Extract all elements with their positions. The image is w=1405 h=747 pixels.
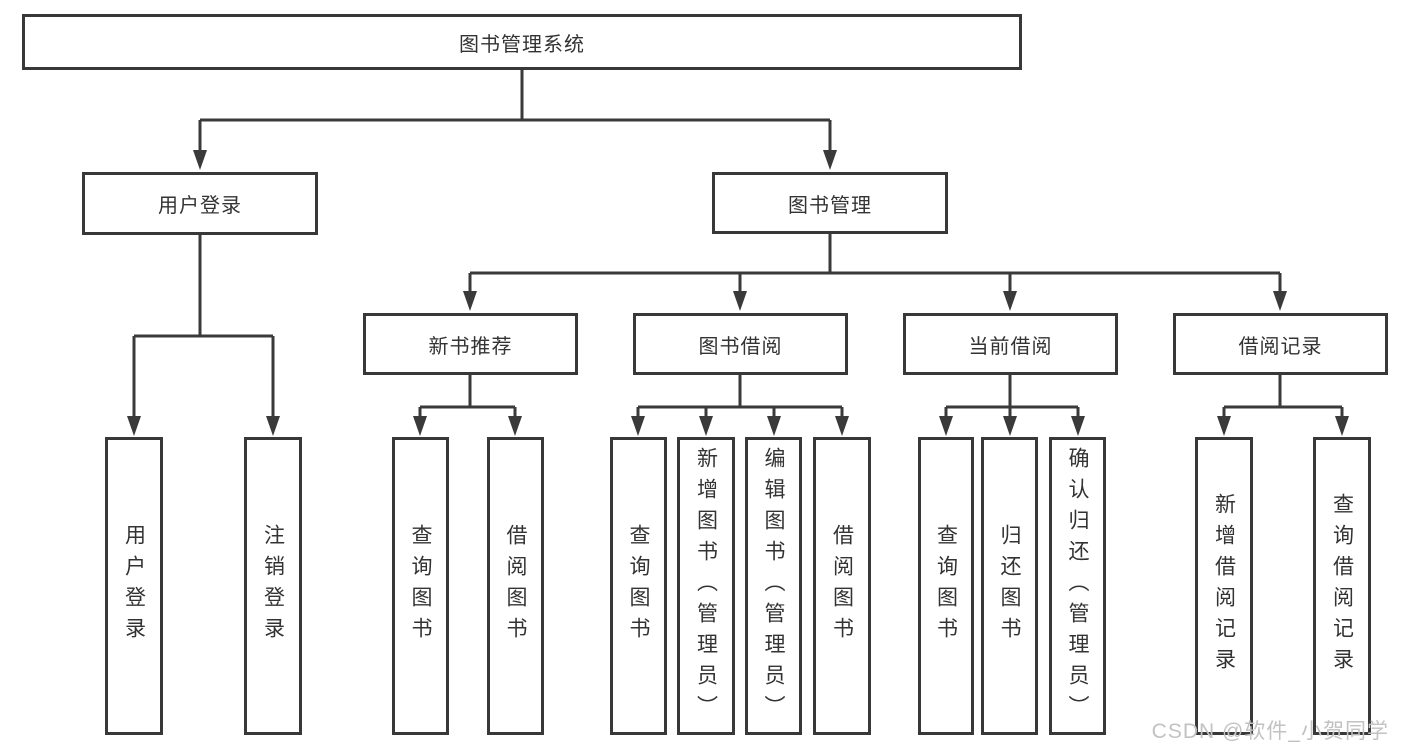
leaf-confirm-return-admin: 确认归还（管理员） <box>1049 437 1106 735</box>
leaf-return-books: 归还图书 <box>981 437 1038 735</box>
csdn-watermark: CSDN @软件_小贺同学 <box>1151 720 1389 743</box>
leaf-user-login: 用户登录 <box>105 437 163 735</box>
leaf-query-borrow-record: 查询借阅记录 <box>1313 437 1371 735</box>
leaf-add-borrow-record: 新增借阅记录 <box>1195 437 1253 735</box>
leaf-logout: 注销登录 <box>244 437 302 735</box>
node-book-management: 图书管理 <box>712 172 948 234</box>
leaf-query-books-current: 查询图书 <box>918 437 974 735</box>
leaf-add-books-admin: 新增图书（管理员） <box>677 437 735 735</box>
leaf-query-books-borrow: 查询图书 <box>610 437 667 735</box>
node-new-book-recommend: 新书推荐 <box>363 313 578 375</box>
leaf-borrow-books-newbooks: 借阅图书 <box>487 437 544 735</box>
node-library-management-system: 图书管理系统 <box>22 14 1022 70</box>
node-book-borrow: 图书借阅 <box>633 313 848 375</box>
leaf-borrow-books-borrow: 借阅图书 <box>813 437 871 735</box>
node-current-borrow: 当前借阅 <box>903 313 1118 375</box>
leaf-edit-books-admin: 编辑图书（管理员） <box>745 437 802 735</box>
leaf-query-books-newbooks: 查询图书 <box>392 437 449 735</box>
node-user-login: 用户登录 <box>82 172 318 235</box>
node-borrow-records: 借阅记录 <box>1173 313 1388 375</box>
